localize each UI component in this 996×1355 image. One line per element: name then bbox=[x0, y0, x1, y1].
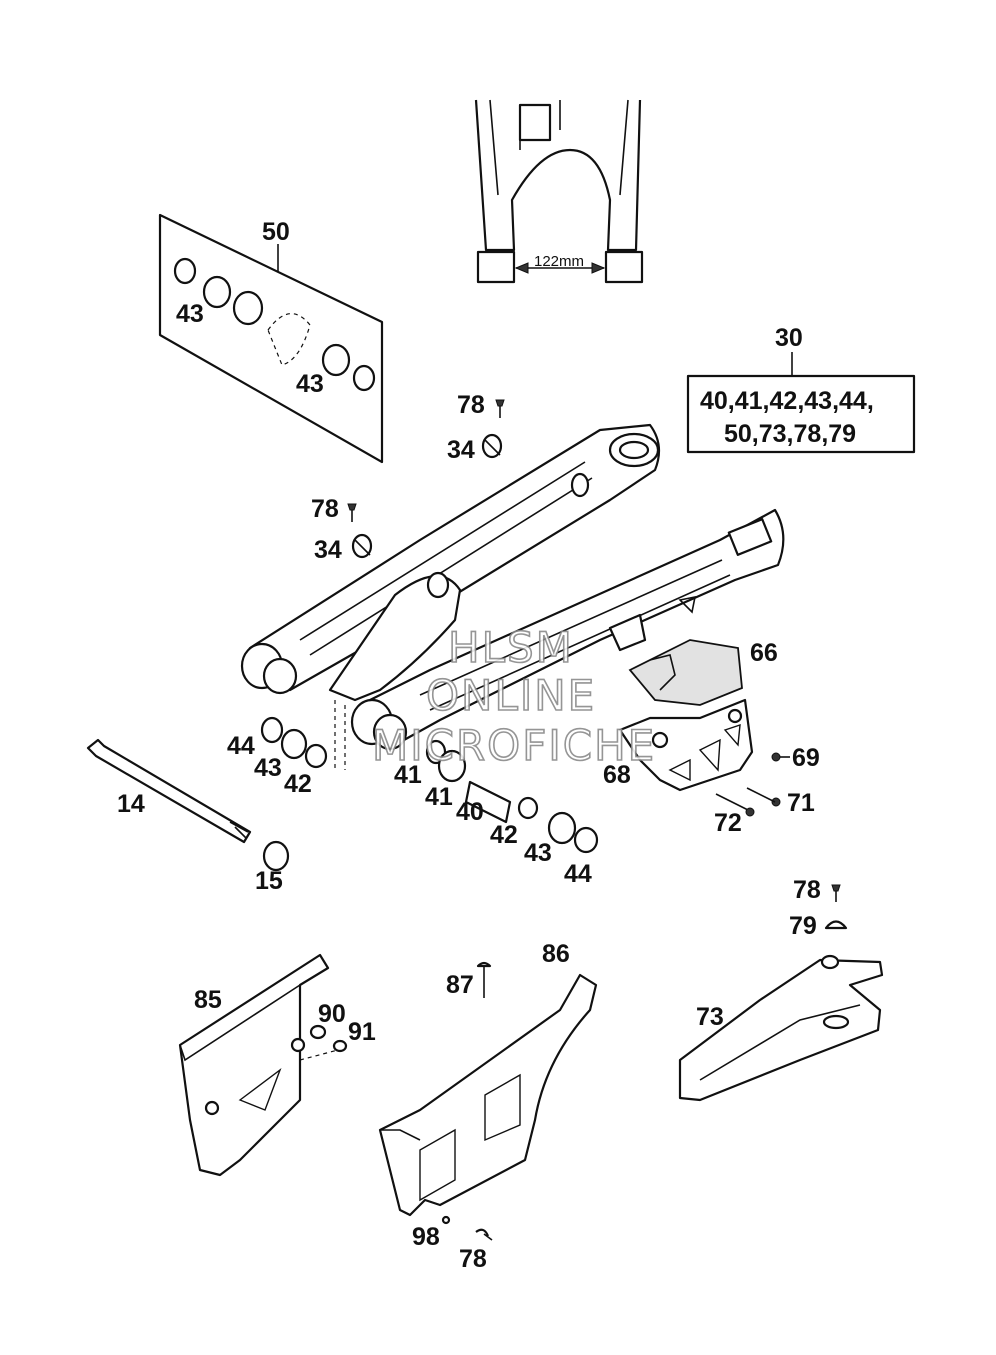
callout-72: 72 bbox=[714, 809, 742, 837]
callout-43: 43 bbox=[296, 370, 324, 398]
bolt-72 bbox=[715, 793, 755, 817]
bolt-69 bbox=[771, 752, 790, 762]
callout-43: 43 bbox=[254, 754, 282, 782]
callout-78: 78 bbox=[457, 391, 485, 419]
chain-guard bbox=[378, 961, 598, 1241]
callout-68: 68 bbox=[603, 761, 631, 789]
bolt-71 bbox=[746, 787, 781, 807]
callout-40: 40 bbox=[456, 798, 484, 826]
callout-43: 43 bbox=[176, 300, 204, 328]
kit-contents-line1: 40,41,42,43,44, bbox=[700, 387, 874, 415]
kit-box: 30 40,41,42,43,44, 50,73,78,79 bbox=[686, 324, 916, 454]
kit-number: 30 bbox=[775, 324, 803, 352]
callout-73: 73 bbox=[696, 1003, 724, 1031]
clip-screw-upper bbox=[481, 399, 505, 459]
callout-41: 41 bbox=[425, 783, 453, 811]
chain-guide bbox=[628, 639, 743, 706]
callout-87: 87 bbox=[446, 971, 474, 999]
callout-41: 41 bbox=[394, 761, 422, 789]
callout-42: 42 bbox=[490, 821, 518, 849]
callout-43: 43 bbox=[524, 839, 552, 867]
callout-44: 44 bbox=[564, 860, 592, 888]
callout-86: 86 bbox=[542, 940, 570, 968]
callout-42: 42 bbox=[284, 770, 312, 798]
swingarm-axle bbox=[86, 738, 290, 872]
callout-79: 79 bbox=[789, 912, 817, 940]
callout-14: 14 bbox=[117, 790, 145, 818]
callout-78: 78 bbox=[459, 1245, 487, 1273]
watermark: HLSM ONLINE MICROFICHE bbox=[371, 622, 656, 771]
callout-78: 78 bbox=[793, 876, 821, 904]
callout-50: 50 bbox=[262, 218, 290, 246]
pivot-hardware-right bbox=[425, 739, 599, 854]
callout-91: 91 bbox=[348, 1018, 376, 1046]
watermark-line2: ONLINE bbox=[426, 671, 596, 720]
watermark-line1: HLSM bbox=[448, 623, 574, 672]
pivot-hardware-left bbox=[260, 716, 328, 769]
callout-34: 34 bbox=[314, 536, 342, 564]
frame-detail: 122mm bbox=[474, 99, 644, 284]
callout-90: 90 bbox=[318, 1000, 346, 1028]
chain-slider bbox=[678, 884, 884, 1102]
callout-98: 98 bbox=[412, 1223, 440, 1251]
chain-guide-bracket bbox=[618, 698, 754, 792]
callout-69: 69 bbox=[792, 744, 820, 772]
bearing-kit-box bbox=[158, 213, 384, 464]
dimension-label: 122mm bbox=[534, 253, 584, 270]
kit-contents-line2: 50,73,78,79 bbox=[724, 420, 856, 448]
callout-15: 15 bbox=[255, 867, 283, 895]
callout-44: 44 bbox=[227, 732, 255, 760]
callout-85: 85 bbox=[194, 986, 222, 1014]
callout-34: 34 bbox=[447, 436, 475, 464]
swingarm bbox=[240, 423, 785, 770]
callout-66: 66 bbox=[750, 639, 778, 667]
watermark-line3: MICROFICHE bbox=[372, 721, 656, 770]
callout-71: 71 bbox=[787, 789, 815, 817]
clip-screw-lower bbox=[347, 503, 373, 559]
mud-guard bbox=[178, 953, 348, 1177]
callout-78: 78 bbox=[311, 495, 339, 523]
